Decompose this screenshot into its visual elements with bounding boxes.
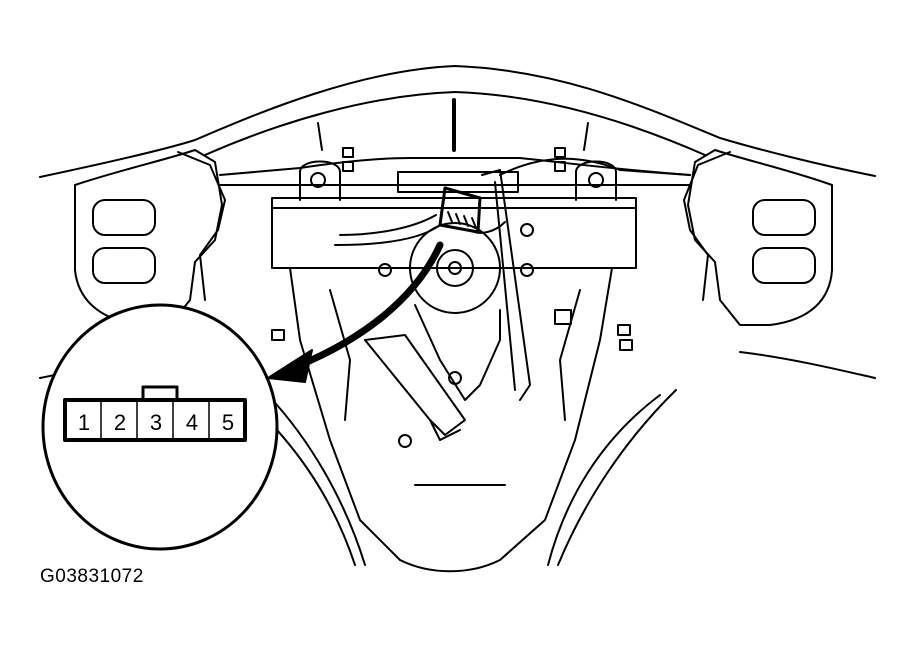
arrowhead-icon	[267, 349, 313, 383]
right-switch-assembly	[683, 149, 833, 326]
pin-2-label: 2	[114, 410, 126, 435]
wiring-harness	[334, 157, 691, 401]
connector-face: 1 2 3 4 5	[63, 385, 247, 442]
left-switch-button-upper	[92, 199, 156, 236]
pin-1-label: 1	[78, 410, 90, 435]
center-hub	[219, 98, 691, 269]
left-switch-button-lower	[92, 247, 156, 284]
pin-labels: 1 2 3 4 5	[78, 410, 234, 435]
lower-housing	[271, 223, 633, 573]
connector-in-situ	[438, 186, 506, 234]
leader-arrow	[267, 241, 444, 383]
connector-detail-callout: 1 2 3 4 5	[41, 303, 279, 551]
right-switch-button-lower	[752, 247, 816, 284]
figure-id-label: G03831072	[40, 566, 144, 587]
pin-3-label: 3	[150, 410, 162, 435]
left-switch-assembly	[74, 149, 226, 326]
pin-4-label: 4	[186, 410, 198, 435]
right-switch-button-upper	[752, 199, 816, 236]
spiral-cable	[364, 222, 501, 441]
pin-5-label: 5	[222, 410, 234, 435]
